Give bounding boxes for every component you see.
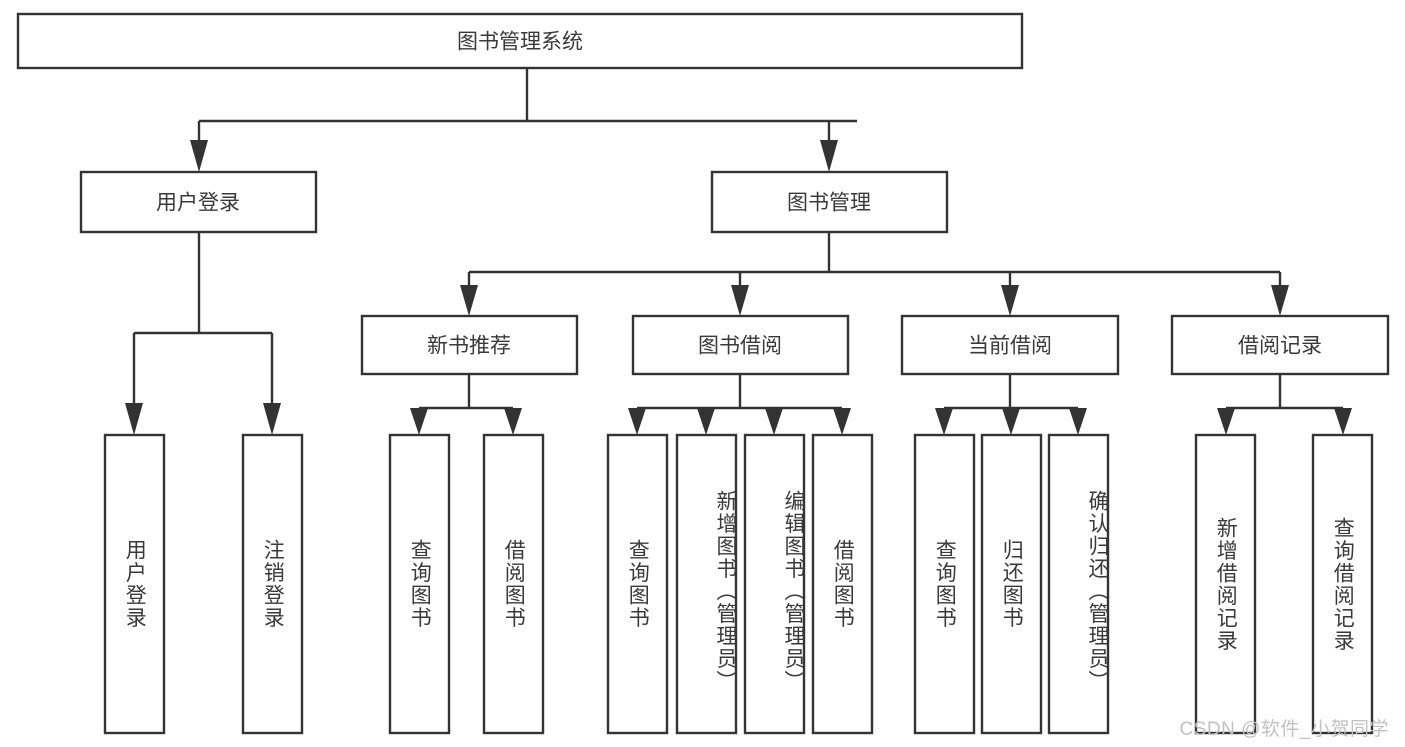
node-current-borrow[interactable] [900, 314, 1120, 376]
node-leaf-return-book[interactable] [980, 433, 1043, 735]
node-new-book-recommend[interactable] [360, 314, 579, 376]
node-leaf-confirm-return[interactable] [1047, 433, 1110, 735]
arrow-head-leaf-add-book [697, 408, 715, 435]
node-borrow-record-label: 借阅记录 [1238, 335, 1322, 358]
node-leaf-query-book-3[interactable] [913, 433, 976, 735]
arrow-head-leaf-query-book-3 [935, 408, 953, 435]
node-leaf-query-record[interactable] [1311, 433, 1374, 735]
arrow-head-leaf-user-login [125, 403, 143, 435]
node-book-manage-label: 图书管理 [787, 192, 871, 215]
arrow-head-leaf-return-book [1002, 408, 1020, 435]
arrow-head-book-manage [820, 140, 838, 172]
arrow-head-leaf-query-book-2 [628, 408, 646, 435]
node-leaf-edit-book[interactable] [743, 433, 806, 735]
arrow-head-user-login [190, 140, 208, 172]
node-leaf-borrow-book-1[interactable] [482, 433, 545, 735]
node-leaf-borrow-book-2[interactable] [811, 433, 874, 735]
node-leaf-user-login[interactable] [103, 433, 166, 735]
arrow-head-leaf-user-logout [263, 403, 281, 435]
arrow-head-leaf-query-record [1334, 408, 1352, 435]
connector-layer [125, 68, 1352, 435]
node-leaf-add-book[interactable] [675, 433, 738, 735]
node-borrow-record[interactable] [1170, 314, 1390, 376]
arrow-head-book-borrow [731, 285, 749, 316]
arrow-head-current-borrow [1001, 285, 1019, 316]
node-leaf-user-logout[interactable] [241, 433, 304, 735]
node-layer: 图书管理系统 用户登录 图书管理 新书推荐 图书借阅 当前借阅 借阅记录 [16, 12, 1390, 735]
node-leaf-add-record[interactable] [1194, 433, 1257, 735]
arrow-head-leaf-edit-book [765, 408, 783, 435]
csdn-watermark: CSDN @软件_小贺同学 [1179, 719, 1389, 740]
node-current-borrow-label: 当前借阅 [968, 335, 1052, 358]
node-new-book-recommend-label: 新书推荐 [427, 335, 511, 358]
arrow-head-leaf-borrow-book-2 [833, 408, 851, 435]
arrow-head-leaf-confirm-return [1069, 408, 1087, 435]
node-book-borrow-label: 图书借阅 [698, 335, 782, 358]
arrow-head-borrow-record [1271, 285, 1289, 316]
node-root[interactable] [16, 12, 1024, 70]
arrow-head-leaf-query-book-1 [410, 408, 428, 435]
arrow-head-new-book-recommend [460, 285, 478, 316]
node-leaf-query-book-1[interactable] [388, 433, 451, 735]
arrow-head-leaf-add-record [1217, 408, 1235, 435]
node-book-manage[interactable] [710, 170, 949, 234]
node-root-label: 图书管理系统 [457, 31, 583, 54]
node-leaf-query-book-2[interactable] [606, 433, 669, 735]
node-user-login-label: 用户登录 [156, 192, 240, 215]
arrow-head-leaf-borrow-book-1 [504, 408, 522, 435]
node-book-borrow[interactable] [631, 314, 850, 376]
node-user-login[interactable] [79, 170, 318, 234]
